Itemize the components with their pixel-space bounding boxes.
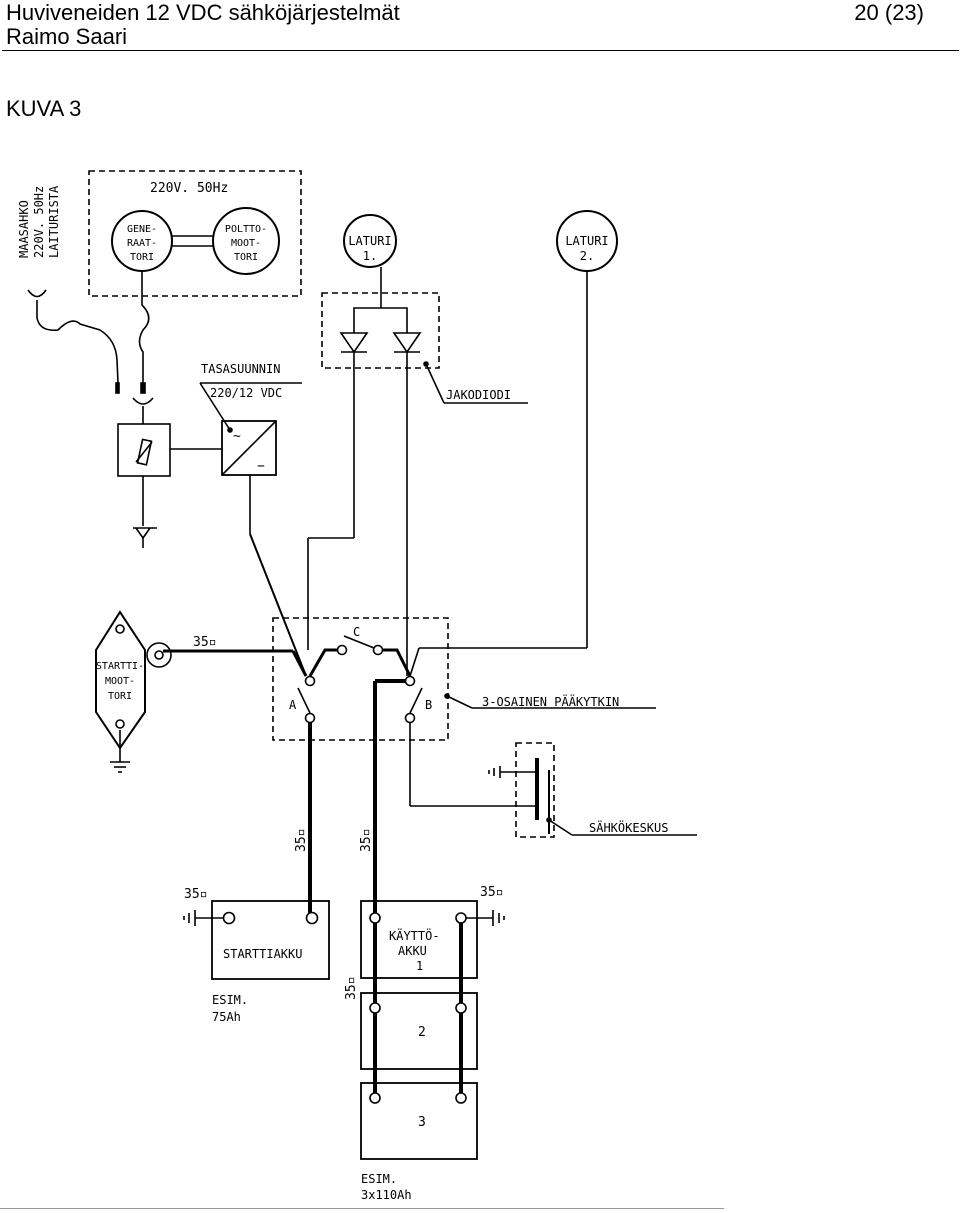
- engine-label-1: POLTTO-: [225, 224, 267, 235]
- house-battery-1-label: KÄYTTÖ-: [389, 927, 440, 943]
- house-battery-3-box: [360, 1082, 478, 1160]
- engine-symbol: [212, 207, 280, 275]
- shore-breaker: [117, 423, 222, 548]
- main-switch-label: 3-OSAINEN PÄÄKYTKIN: [482, 694, 619, 709]
- alternator-1-symbol: [343, 214, 397, 268]
- rectifier-rating: 220/12 VDC: [210, 386, 282, 400]
- bank-cable-size: 35▫: [344, 977, 359, 1000]
- cable-a-size: 35▫: [294, 829, 309, 852]
- generator-set: [88, 170, 302, 297]
- alternator-2-label: LATURI: [565, 234, 608, 248]
- split-diode: [307, 292, 528, 676]
- switch-c-label: C: [353, 625, 360, 639]
- generator-label-1: GENE-: [127, 224, 157, 235]
- house-battery-bank: [360, 900, 505, 1160]
- shore-power-cable: [27, 289, 154, 424]
- document-title: Huviveneiden 12 VDC sähköjärjestelmät: [6, 0, 400, 25]
- starter-label-3: TORI: [108, 691, 132, 702]
- main-switch: [272, 617, 656, 741]
- switch-b-label: B: [425, 698, 432, 712]
- shore-power-label-1: MAASAHKO: [17, 200, 31, 258]
- house-battery-1-label-2: AKKU: [398, 944, 427, 958]
- alternator-1-label: LATURI: [348, 234, 391, 248]
- starter-label-2: MOOT-: [105, 676, 135, 687]
- generator-label-3: TORI: [130, 252, 154, 263]
- house-battery-1-number: 1: [416, 959, 423, 973]
- main-switch-box: [272, 617, 449, 741]
- document-author: Raimo Saari: [6, 24, 128, 49]
- generator-box: [88, 170, 302, 297]
- alternator-1-number: 1.: [363, 249, 377, 263]
- alternators: [343, 210, 618, 649]
- house-battery-example: ESIM.: [361, 1172, 397, 1186]
- generator-label-2: RAAT-: [127, 238, 157, 249]
- shore-power-label-2: 220V. 50Hz: [32, 186, 46, 258]
- house-battery-cable-size: 35▫: [480, 885, 503, 900]
- rectifier: [199, 382, 307, 677]
- house-battery-1-box: [360, 900, 478, 979]
- house-battery-capacity: 3x110Ah: [361, 1188, 412, 1202]
- panel-box: [515, 742, 555, 838]
- alternator-2-number: 2.: [580, 249, 594, 263]
- rectifier-box: [221, 420, 277, 476]
- starter-motor: [95, 610, 308, 773]
- cable-b-size: 35▫: [359, 829, 374, 852]
- switch-a-label: A: [289, 698, 297, 712]
- starting-battery: [183, 900, 330, 980]
- split-diode-box: [321, 292, 440, 369]
- starting-battery-example: ESIM.: [212, 993, 248, 1007]
- page-number: 20 (23): [854, 0, 924, 25]
- split-diode-label: JAKODIODI: [446, 388, 511, 402]
- distribution-panel: [409, 723, 697, 838]
- house-battery-2-box: [360, 992, 478, 1070]
- figure-label: KUVA 3: [6, 96, 82, 121]
- rectifier-label: TASASUUNNIN: [201, 362, 280, 376]
- starter-cable-label: 35▫: [193, 635, 216, 650]
- starting-battery-label: STARTTIAKKU: [223, 947, 302, 961]
- starting-battery-capacity: 75Ah: [212, 1010, 241, 1024]
- engine-label-3: TORI: [234, 252, 258, 263]
- engine-label-2: MOOT-: [231, 238, 261, 249]
- heavy-cables: [308, 679, 463, 1098]
- house-battery-3-number: 3: [418, 1115, 426, 1130]
- rectifier-ac-symbol: ~: [233, 429, 241, 444]
- generator-box-label: 220V. 50Hz: [150, 181, 228, 196]
- starting-battery-box: [211, 900, 330, 980]
- start-battery-cable-size: 35▫: [184, 887, 207, 902]
- header-rule: [2, 50, 959, 51]
- rectifier-dc-symbol: −: [257, 459, 265, 474]
- panel-label: SÄHKÖKESKUS: [589, 819, 668, 835]
- footer-rule: [0, 1208, 724, 1209]
- shore-breaker-box: [117, 423, 171, 477]
- house-battery-2-number: 2: [418, 1025, 426, 1040]
- shore-power-label-3: LAITURISTA: [47, 185, 61, 258]
- starter-label-1: STARTTI-: [96, 661, 144, 672]
